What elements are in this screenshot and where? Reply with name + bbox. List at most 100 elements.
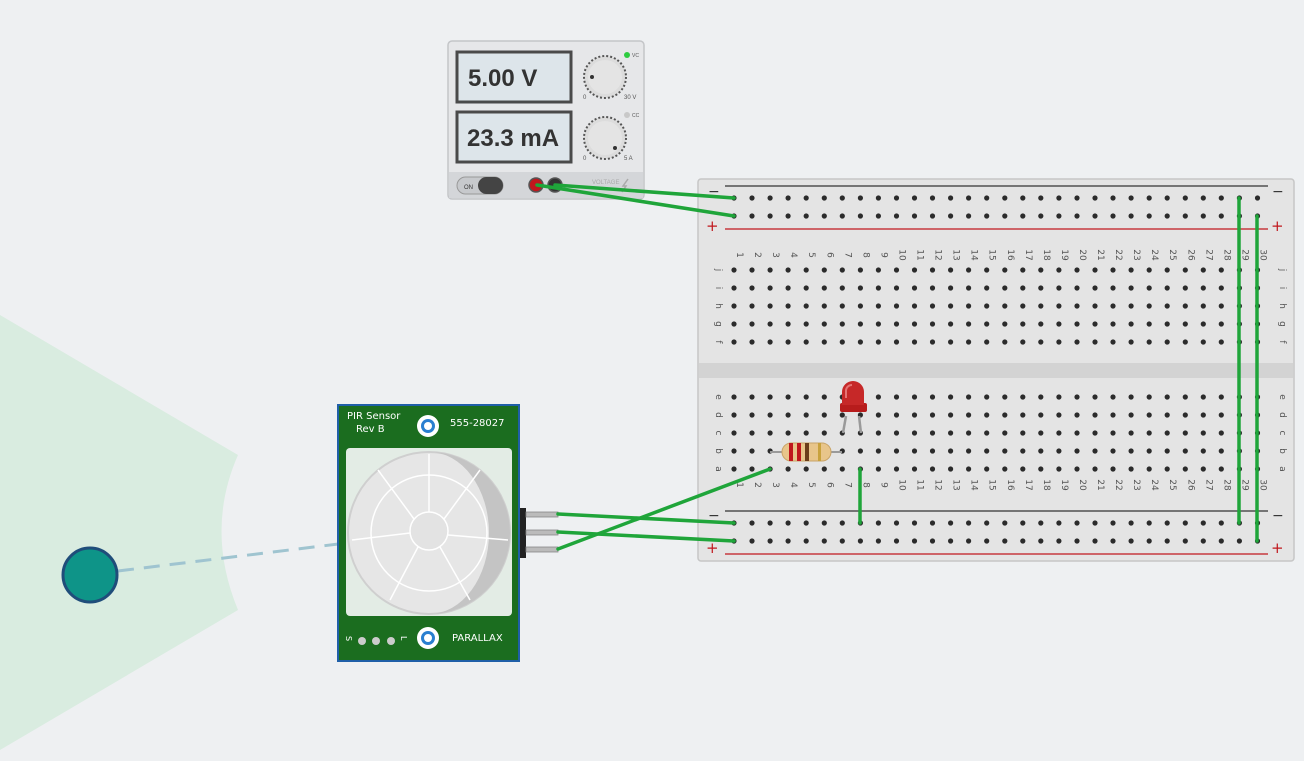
rail-hole[interactable]	[839, 195, 845, 201]
terminal-hole[interactable]	[785, 285, 791, 291]
terminal-hole[interactable]	[893, 267, 900, 273]
terminal-hole[interactable]	[1128, 303, 1134, 309]
rail-hole[interactable]	[1128, 195, 1134, 201]
terminal-hole[interactable]	[1182, 430, 1188, 436]
terminal-hole[interactable]	[1200, 466, 1206, 472]
terminal-hole[interactable]	[1200, 339, 1206, 345]
rail-hole[interactable]	[803, 520, 809, 526]
terminal-hole[interactable]	[1164, 321, 1170, 327]
terminal-hole[interactable]	[1002, 339, 1008, 345]
terminal-hole[interactable]	[1092, 285, 1098, 291]
rail-hole[interactable]	[821, 213, 827, 219]
terminal-hole[interactable]	[1074, 339, 1080, 345]
terminal-hole[interactable]	[1146, 267, 1152, 273]
terminal-hole[interactable]	[857, 285, 864, 291]
rail-hole[interactable]	[1092, 195, 1098, 201]
rail-hole[interactable]	[893, 538, 900, 544]
rail-hole[interactable]	[911, 195, 918, 201]
rail-hole[interactable]	[1254, 195, 1261, 201]
terminal-hole[interactable]	[1164, 303, 1170, 309]
terminal-hole[interactable]	[1074, 394, 1080, 400]
terminal-hole[interactable]	[966, 339, 972, 345]
terminal-hole[interactable]	[1182, 448, 1188, 454]
terminal-hole[interactable]	[966, 448, 972, 454]
terminal-hole[interactable]	[821, 303, 827, 309]
terminal-hole[interactable]	[1110, 339, 1116, 345]
rail-hole[interactable]	[984, 195, 990, 201]
terminal-hole[interactable]	[1110, 321, 1116, 327]
breadboard-holes[interactable]	[731, 195, 1261, 544]
terminal-hole[interactable]	[984, 412, 990, 418]
terminal-hole[interactable]	[1218, 339, 1224, 345]
rail-hole[interactable]	[984, 538, 990, 544]
terminal-hole[interactable]	[803, 339, 809, 345]
terminal-hole[interactable]	[1074, 466, 1080, 472]
terminal-hole[interactable]	[911, 285, 918, 291]
terminal-hole[interactable]	[929, 285, 936, 291]
terminal-hole[interactable]	[1164, 466, 1170, 472]
terminal-hole[interactable]	[821, 339, 827, 345]
terminal-hole[interactable]	[785, 267, 791, 273]
terminal-hole[interactable]	[948, 412, 954, 418]
rail-hole[interactable]	[803, 195, 809, 201]
terminal-hole[interactable]	[1146, 412, 1152, 418]
rail-hole[interactable]	[929, 213, 936, 219]
rail-hole[interactable]	[1218, 213, 1224, 219]
rail-hole[interactable]	[1020, 195, 1026, 201]
rail-hole[interactable]	[893, 520, 900, 526]
terminal-hole[interactable]	[803, 267, 809, 273]
pir-jumper-pin-1[interactable]	[358, 637, 366, 645]
terminal-hole[interactable]	[857, 339, 864, 345]
terminal-hole[interactable]	[1038, 285, 1044, 291]
rail-hole[interactable]	[948, 195, 954, 201]
terminal-hole[interactable]	[1038, 448, 1044, 454]
terminal-hole[interactable]	[911, 448, 918, 454]
terminal-hole[interactable]	[821, 285, 827, 291]
rail-hole[interactable]	[767, 520, 773, 526]
terminal-hole[interactable]	[1056, 412, 1062, 418]
terminal-hole[interactable]	[1218, 394, 1224, 400]
terminal-hole[interactable]	[911, 430, 918, 436]
terminal-hole[interactable]	[966, 285, 972, 291]
terminal-hole[interactable]	[1110, 394, 1116, 400]
terminal-hole[interactable]	[803, 394, 809, 400]
terminal-hole[interactable]	[875, 303, 882, 309]
rail-hole[interactable]	[1236, 538, 1242, 544]
terminal-hole[interactable]	[875, 448, 882, 454]
terminal-hole[interactable]	[1200, 412, 1206, 418]
rail-hole[interactable]	[1182, 538, 1188, 544]
terminal-hole[interactable]	[767, 285, 773, 291]
terminal-hole[interactable]	[1056, 303, 1062, 309]
rail-hole[interactable]	[1218, 538, 1224, 544]
terminal-hole[interactable]	[1110, 466, 1116, 472]
terminal-hole[interactable]	[731, 303, 737, 309]
pir-jumper-pin-2[interactable]	[372, 637, 380, 645]
terminal-hole[interactable]	[893, 285, 900, 291]
rail-hole[interactable]	[1110, 538, 1116, 544]
wire-pir-signal[interactable]	[556, 467, 772, 551]
terminal-hole[interactable]	[1074, 448, 1080, 454]
rail-hole[interactable]	[785, 195, 791, 201]
terminal-hole[interactable]	[1128, 448, 1134, 454]
terminal-hole[interactable]	[1218, 303, 1224, 309]
rail-hole[interactable]	[767, 195, 773, 201]
terminal-hole[interactable]	[1092, 412, 1098, 418]
terminal-hole[interactable]	[1146, 321, 1152, 327]
terminal-hole[interactable]	[911, 303, 918, 309]
rail-hole[interactable]	[929, 520, 936, 526]
terminal-hole[interactable]	[1182, 394, 1188, 400]
terminal-hole[interactable]	[1092, 267, 1098, 273]
terminal-hole[interactable]	[1218, 285, 1224, 291]
terminal-hole[interactable]	[1128, 321, 1134, 327]
rail-hole[interactable]	[911, 520, 918, 526]
terminal-hole[interactable]	[1020, 394, 1026, 400]
terminal-hole[interactable]	[1074, 430, 1080, 436]
terminal-hole[interactable]	[948, 303, 954, 309]
terminal-hole[interactable]	[1182, 339, 1188, 345]
terminal-hole[interactable]	[948, 267, 954, 273]
terminal-hole[interactable]	[803, 285, 809, 291]
power-supply[interactable]: 5.00 V 23.3 mA 0 30 V VC 0 5 A CC ON VOL…	[447, 40, 645, 200]
terminal-hole[interactable]	[1200, 285, 1206, 291]
terminal-hole[interactable]	[1002, 321, 1008, 327]
terminal-hole[interactable]	[1110, 448, 1116, 454]
